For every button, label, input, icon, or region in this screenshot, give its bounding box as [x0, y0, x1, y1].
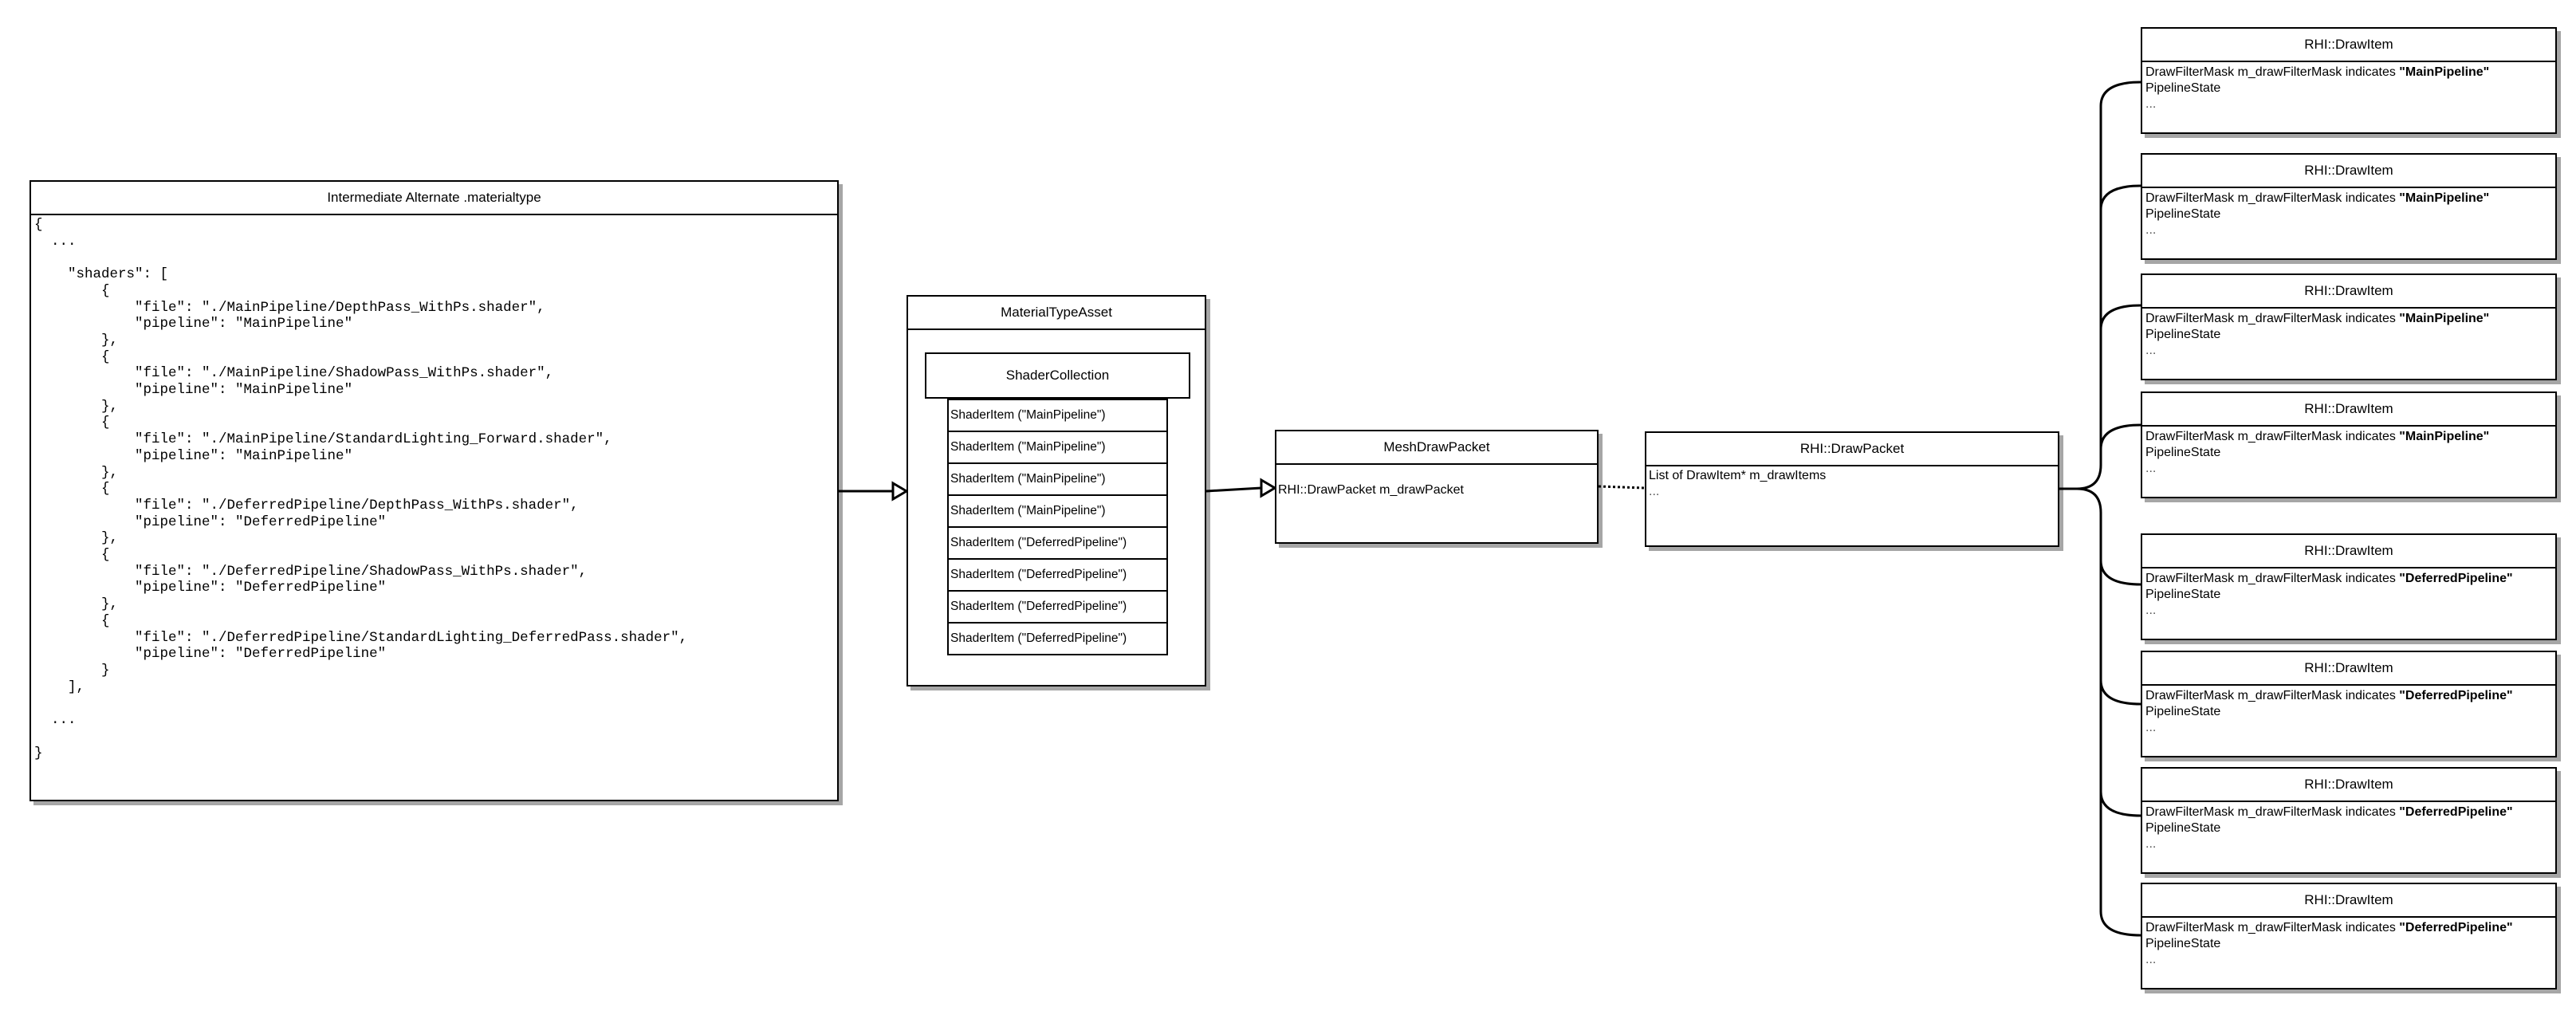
- shader-collection: ShaderCollection: [925, 352, 1190, 399]
- draw-item-filter-mask-line: DrawFilterMask m_drawFilterMask indicate…: [2145, 429, 2552, 445]
- connector-asset-to-meshdrawpacket: [1205, 486, 1262, 493]
- draw-item-filter-mask-line: DrawFilterMask m_drawFilterMask indicate…: [2145, 688, 2552, 704]
- draw-item-body: DrawFilterMask m_drawFilterMask indicate…: [2142, 188, 2555, 241]
- draw-item-filter-mask-text: DrawFilterMask m_drawFilterMask indicate…: [2145, 572, 2400, 585]
- draw-item-body: DrawFilterMask m_drawFilterMask indicate…: [2142, 309, 2555, 361]
- draw-item-title: RHI::DrawItem: [2142, 29, 2555, 62]
- materialtype-title: Intermediate Alternate .materialtype: [31, 182, 837, 215]
- draw-item-title: RHI::DrawItem: [2142, 275, 2555, 309]
- shader-item: ShaderItem ("MainPipeline"): [947, 431, 1168, 464]
- arrowhead-to-meshdrawpacket: [1260, 478, 1277, 498]
- draw-item-title: RHI::DrawItem: [2142, 535, 2555, 568]
- draw-item-ellipsis: ...: [2145, 344, 2157, 357]
- draw-item-filter-mask-text: DrawFilterMask m_drawFilterMask indicate…: [2145, 430, 2400, 443]
- material-type-asset-box: MaterialTypeAsset ShaderCollection Shade…: [907, 295, 1206, 687]
- draw-item-ellipsis: ...: [2145, 837, 2157, 851]
- draw-item-pipeline-state: PipelineState: [2145, 207, 2221, 221]
- shader-item: ShaderItem ("DeferredPipeline"): [947, 526, 1168, 560]
- arrowhead-to-asset: [891, 481, 909, 502]
- draw-item-title: RHI::DrawItem: [2142, 155, 2555, 188]
- mesh-draw-packet-title: MeshDrawPacket: [1276, 431, 1597, 465]
- draw-item-filter-mask-text: DrawFilterMask m_drawFilterMask indicate…: [2145, 65, 2400, 79]
- mesh-draw-packet-field: RHI::DrawPacket m_drawPacket: [1278, 483, 1464, 497]
- draw-item-title: RHI::DrawItem: [2142, 884, 2555, 918]
- draw-item-ellipsis: ...: [2145, 97, 2157, 111]
- draw-item-pipeline-state: PipelineState: [2145, 937, 2221, 950]
- materialtype-code: { ... "shaders": [ { "file": "./MainPipe…: [34, 217, 688, 761]
- draw-item-body: DrawFilterMask m_drawFilterMask indicate…: [2142, 568, 2555, 621]
- draw-item-pipeline-name: "DeferredPipeline": [2399, 805, 2513, 819]
- draw-item-ellipsis: ...: [2145, 223, 2157, 237]
- draw-item-pipeline-state: PipelineState: [2145, 81, 2221, 95]
- draw-item-pipeline-state: PipelineState: [2145, 821, 2221, 835]
- draw-item-filter-mask-line: DrawFilterMask m_drawFilterMask indicate…: [2145, 920, 2552, 936]
- draw-packet-title: RHI::DrawPacket: [1646, 433, 2058, 466]
- draw-item-filter-mask-text: DrawFilterMask m_drawFilterMask indicate…: [2145, 805, 2400, 819]
- draw-item-filter-mask-line: DrawFilterMask m_drawFilterMask indicate…: [2145, 311, 2552, 327]
- draw-item-body: DrawFilterMask m_drawFilterMask indicate…: [2142, 62, 2555, 115]
- draw-packet-box: RHI::DrawPacket List of DrawItem* m_draw…: [1645, 431, 2059, 547]
- draw-item-pipeline-state: PipelineState: [2145, 328, 2221, 341]
- draw-item-filter-mask-text: DrawFilterMask m_drawFilterMask indicate…: [2145, 921, 2400, 934]
- draw-item-pipeline-state: PipelineState: [2145, 446, 2221, 459]
- shader-item: ShaderItem ("MainPipeline"): [947, 399, 1168, 432]
- connector-meshdrawpacket-to-drawpacket: [1598, 485, 1646, 490]
- draw-item-ellipsis: ...: [2145, 953, 2157, 966]
- draw-item-ellipsis: ...: [2145, 604, 2157, 617]
- draw-item-filter-mask-text: DrawFilterMask m_drawFilterMask indicate…: [2145, 689, 2400, 702]
- draw-item-filter-mask-line: DrawFilterMask m_drawFilterMask indicate…: [2145, 571, 2552, 587]
- draw-item-pipeline-name: "MainPipeline": [2399, 430, 2490, 443]
- shader-item: ShaderItem ("DeferredPipeline"): [947, 622, 1168, 655]
- shader-item: ShaderItem ("DeferredPipeline"): [947, 558, 1168, 592]
- draw-item-pipeline-name: "MainPipeline": [2399, 65, 2490, 79]
- draw-item-title: RHI::DrawItem: [2142, 652, 2555, 686]
- draw-item-pipeline-name: "DeferredPipeline": [2399, 689, 2513, 702]
- draw-item-ellipsis: ...: [2145, 721, 2157, 734]
- draw-item-title: RHI::DrawItem: [2142, 393, 2555, 427]
- draw-item-pipeline-name: "DeferredPipeline": [2399, 921, 2513, 934]
- shader-item: ShaderItem ("MainPipeline"): [947, 494, 1168, 528]
- draw-packet-ellipsis: ...: [1649, 485, 1660, 498]
- draw-item-filter-mask-line: DrawFilterMask m_drawFilterMask indicate…: [2145, 191, 2552, 207]
- materialtype-box: Intermediate Alternate .materialtype { .…: [29, 180, 839, 801]
- shader-collection-label: ShaderCollection: [1005, 368, 1110, 383]
- draw-item-body: DrawFilterMask m_drawFilterMask indicate…: [2142, 686, 2555, 738]
- shader-item: ShaderItem ("DeferredPipeline"): [947, 590, 1168, 624]
- draw-item-filter-mask-text: DrawFilterMask m_drawFilterMask indicate…: [2145, 191, 2400, 205]
- draw-item-filter-mask-text: DrawFilterMask m_drawFilterMask indicate…: [2145, 312, 2400, 325]
- connector-drawpacket-to-drawitems: [2059, 81, 2141, 937]
- draw-item-pipeline-state: PipelineState: [2145, 588, 2221, 601]
- draw-item-pipeline-name: "DeferredPipeline": [2399, 572, 2513, 585]
- draw-item-body: DrawFilterMask m_drawFilterMask indicate…: [2142, 918, 2555, 970]
- draw-item-pipeline-state: PipelineState: [2145, 705, 2221, 718]
- material-type-asset-title: MaterialTypeAsset: [908, 297, 1205, 330]
- draw-packet-body: List of DrawItem* m_drawItems ...: [1646, 466, 2058, 502]
- draw-packet-items-field: List of DrawItem* m_drawItems: [1649, 469, 1827, 482]
- draw-item-body: DrawFilterMask m_drawFilterMask indicate…: [2142, 802, 2555, 855]
- draw-item-title: RHI::DrawItem: [2142, 769, 2555, 802]
- draw-item-filter-mask-line: DrawFilterMask m_drawFilterMask indicate…: [2145, 805, 2552, 820]
- draw-item-body: DrawFilterMask m_drawFilterMask indicate…: [2142, 427, 2555, 479]
- draw-item-pipeline-name: "MainPipeline": [2399, 191, 2490, 205]
- shader-item: ShaderItem ("MainPipeline"): [947, 462, 1168, 496]
- draw-item-filter-mask-line: DrawFilterMask m_drawFilterMask indicate…: [2145, 65, 2552, 81]
- draw-item-ellipsis: ...: [2145, 462, 2157, 475]
- mesh-draw-packet-box: MeshDrawPacket RHI::DrawPacket m_drawPac…: [1275, 430, 1599, 544]
- draw-item-pipeline-name: "MainPipeline": [2399, 312, 2490, 325]
